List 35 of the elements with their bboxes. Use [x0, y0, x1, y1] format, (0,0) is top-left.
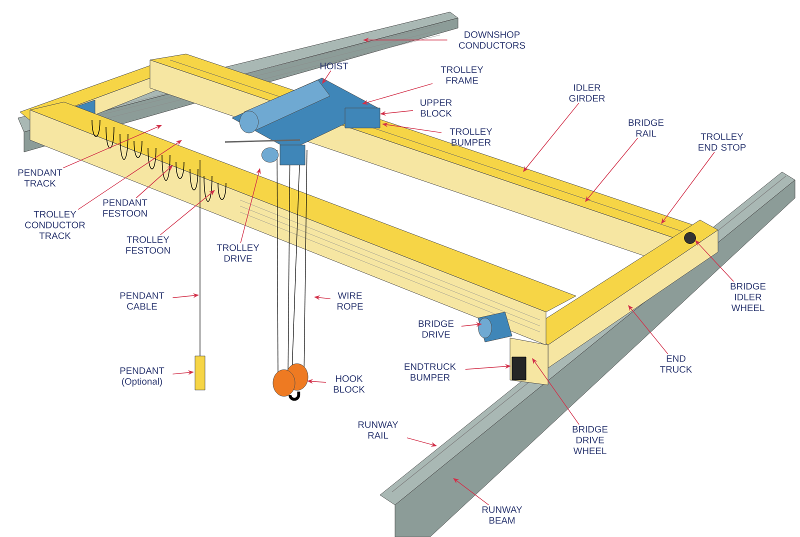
part-label: BRIDGE DRIVE — [418, 320, 454, 338]
leader-line — [453, 478, 490, 506]
part-label: WIRE ROPE — [338, 292, 363, 310]
part-label: TROLLEY FESTOON — [126, 236, 170, 254]
leader-line — [628, 305, 668, 354]
leader-line — [322, 70, 332, 84]
part-label: BRIDGE IDLER WHEEL — [730, 282, 766, 312]
leader-line — [695, 240, 734, 282]
leader-line — [78, 140, 182, 210]
part-label: IDLER GIRDER — [569, 84, 605, 102]
part-label: DOWNSHOP CONDUCTORS — [459, 31, 526, 49]
part-label: HOOK BLOCK — [334, 375, 365, 393]
part-label: TROLLEY DRIVE — [216, 244, 260, 262]
part-label: HOIST — [320, 62, 348, 70]
leader-line — [136, 165, 173, 198]
part-label: TROLLEY BUMPER — [450, 128, 492, 146]
part-label: ENDTRUCK BUMPER — [404, 363, 456, 381]
part-label: BRIDGE RAIL — [628, 119, 664, 137]
leader-line — [523, 102, 580, 172]
part-label: TROLLEY END STOP — [698, 133, 746, 151]
part-label: RUNWAY BEAM — [482, 506, 522, 524]
leader-line — [661, 152, 715, 224]
part-label: END TRUCK — [660, 355, 692, 373]
part-label: UPPER BLOCK — [420, 99, 452, 117]
part-label: TROLLEY CONDUCTOR TRACK — [25, 210, 85, 240]
part-label: PENDANT (Optional) — [120, 367, 164, 387]
part-label: BRIDGE DRIVE WHEEL — [572, 426, 608, 454]
leader-line — [160, 190, 215, 236]
part-label: PENDANT CABLE — [120, 292, 164, 310]
part-label: TROLLEY FRAME — [440, 66, 484, 84]
part-label: RUNWAY RAIL — [358, 421, 398, 439]
leader-line — [585, 138, 638, 202]
part-label: PENDANT FESTOON — [103, 199, 148, 217]
leader-line — [532, 358, 580, 425]
part-label: PENDANT TRACK — [18, 169, 62, 187]
